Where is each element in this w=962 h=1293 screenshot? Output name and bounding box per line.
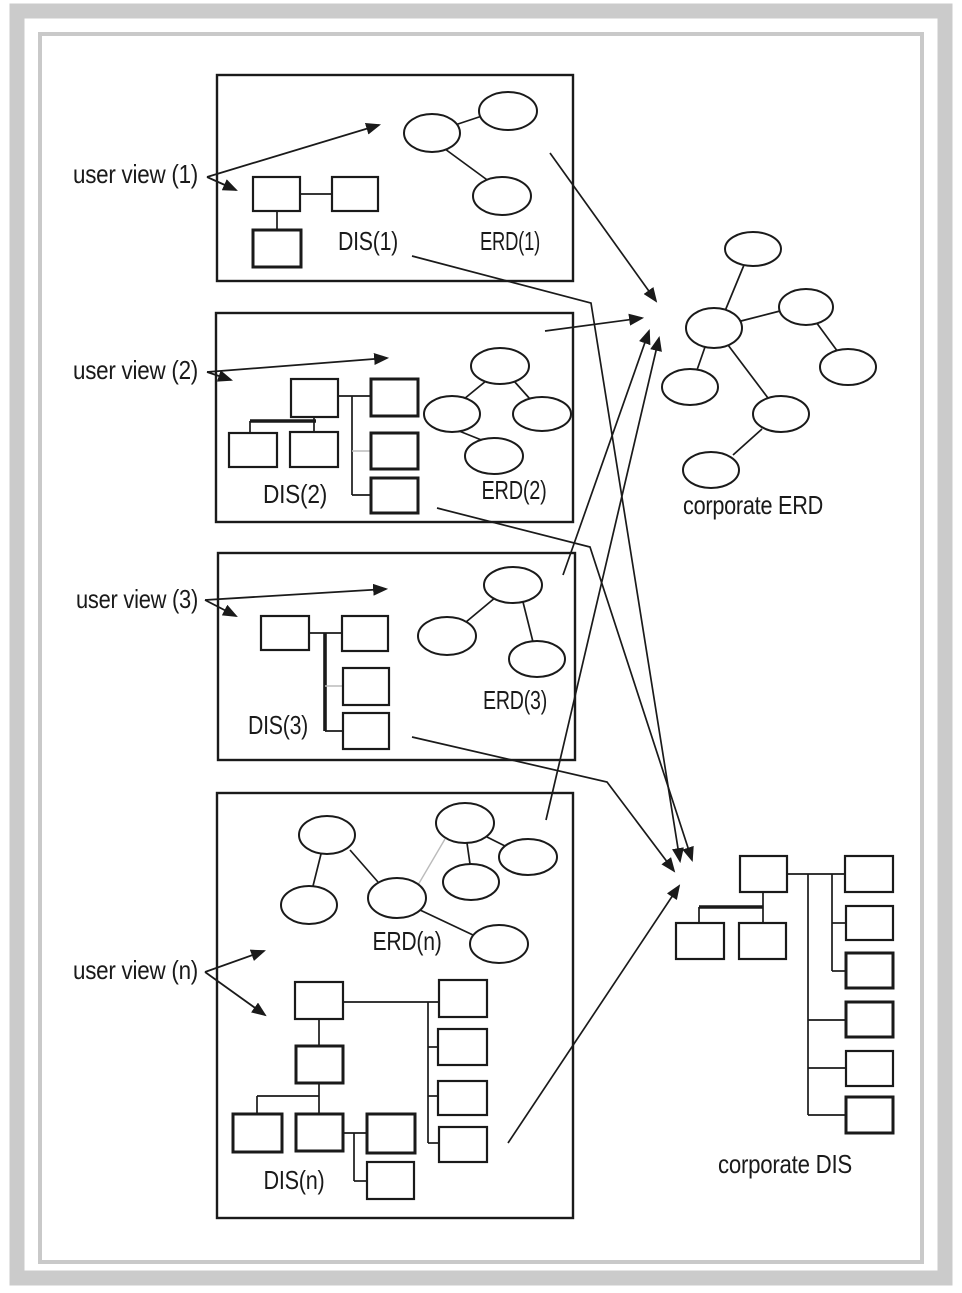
inner-gray-frame [38,32,924,1264]
erd-n-diagram [280,802,558,964]
corporate-erd-diagram [661,231,877,489]
outer-gray-frame [9,3,953,1286]
arrow-erd3-to-corporate-erd [562,329,651,576]
user-view-1-arrow-to-dis [206,176,238,191]
dis-2-label: DIS(2) [263,479,327,509]
corporate-dis-label: corporate DIS [718,1149,852,1179]
arrow-dis3-to-corporate-dis [411,736,676,873]
erd-3-diagram [417,566,566,678]
arrow-erdn-to-corporate-erd [545,335,662,821]
user-view-2-arrow-to-erd [206,353,390,373]
arrow-disn-to-corporate-dis [507,884,681,1144]
user-view-n-label: user view (n) [73,955,198,985]
erd-1-diagram [403,91,538,216]
user-view-2-arrow-to-dis [206,370,233,382]
user-view-1-label: user view (1) [73,159,198,189]
arrow-erd2-to-corporate-erd [544,313,645,332]
user-view-3-arrow-to-erd [204,583,389,601]
dis-2-diagram [227,377,420,515]
corporate-erd-label: corporate ERD [683,490,823,520]
user-view-3-label: user view (3) [76,584,198,614]
corporate-dis-diagram [674,854,895,1135]
page-frame [9,3,953,1286]
erd-n-label: ERD(n) [373,926,442,956]
dis-3-diagram [259,614,391,751]
erd-2-diagram [423,347,572,475]
user-view-n-arrow-to-erd [204,949,266,973]
arrow-dis2-to-corporate-dis [436,507,694,862]
dis-n-diagram [231,978,489,1201]
dis-n-label: DIS(n) [264,1165,325,1195]
dis-3-label: DIS(3) [248,710,308,740]
user-view-3-arrow-to-dis [204,599,238,617]
dis-1-diagram [251,175,380,269]
erd-2-label: ERD(2) [482,475,547,505]
user-view-1-arrow-to-erd [206,122,382,178]
arrow-dis1-to-corporate-dis [411,255,684,864]
arrow-erd1-to-corporate-erd [549,152,658,303]
integration-arrows [411,152,694,1144]
dis-1-label: DIS(1) [338,226,398,256]
user-view-2-label: user view (2) [73,355,198,385]
labels: user view (1) user view (2) user view (3… [73,159,852,1195]
erd-3-label: ERD(3) [483,685,547,715]
user-view-pointer-arrows [204,122,390,1017]
erd-1-label: ERD(1) [480,226,540,256]
user-view-n-arrow-to-dis [204,971,267,1017]
